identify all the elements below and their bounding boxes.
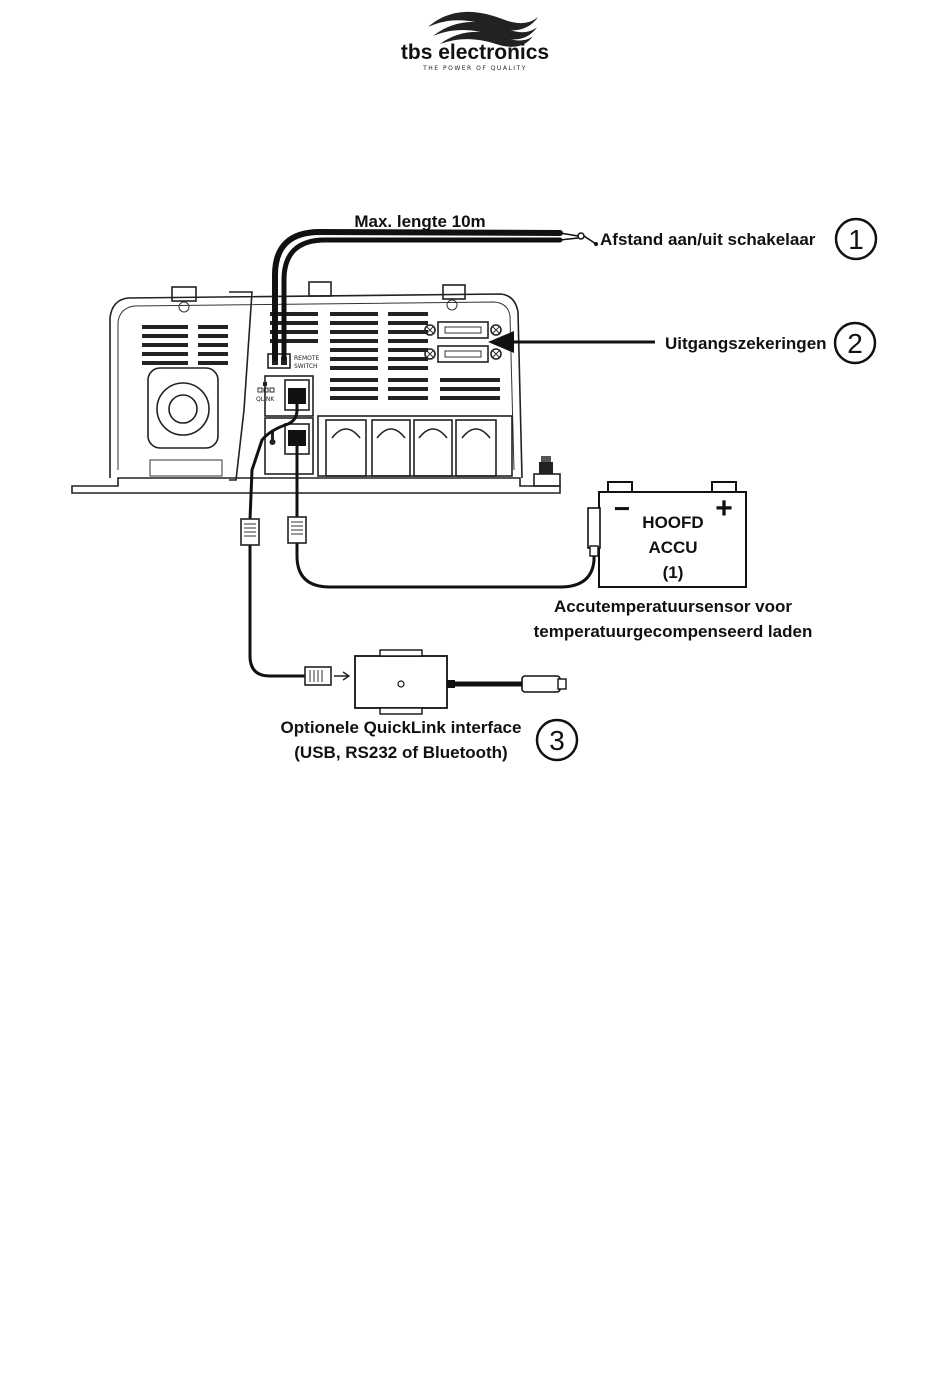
output-fuses-label: Uitgangszekeringen [665,334,827,353]
rj-connector-qlink [241,519,259,545]
callout-2-number: 2 [847,328,863,359]
sensor-label-line2: temperatuurgecompenseerd laden [534,622,813,641]
sensor-label-line1: Accutemperatuursensor voor [554,597,792,616]
battery-negative-sign: − [614,493,630,524]
fuse-pointer-arrow [488,331,655,353]
dc-terminal-block [318,416,512,476]
brand-name: tbs electronics [401,41,549,64]
charger-device: REMOTE SWITCH QLINK [72,282,560,493]
remote-label-line2: SWITCH [294,363,318,370]
callout-3: 3 [537,720,577,760]
ground-stud [534,456,560,486]
insert-arrow-icon [334,672,349,680]
sensor-plug [288,430,306,446]
max-length-label: Max. lengte 10m [354,212,485,231]
vents-left [142,325,228,365]
qlink-cable [250,396,297,520]
battery-positive-sign: + [715,492,733,525]
callout-1: 1 [836,219,876,259]
remote-switch-symbol [560,233,598,246]
quicklink-label-line2: (USB, RS232 of Bluetooth) [294,743,507,762]
rj-connector-interface [305,667,331,685]
usb-plug-icon [522,676,566,692]
quicklink-label-line1: Optionele QuickLink interface [281,718,522,737]
rj-connector-sensor [288,517,306,543]
brand-logo: tbs electronics THE POWER OF QUALITY [401,12,549,72]
callout-2: 2 [835,323,875,363]
battery-label-line2: ACCU [648,538,697,557]
battery-label-line3: (1) [663,563,684,582]
qlink-plug [288,388,306,404]
quicklink-interface [355,650,455,714]
callout-1-number: 1 [848,224,864,255]
brand-tagline: THE POWER OF QUALITY [422,65,527,72]
remote-switch-label: Afstand aan/uit schakelaar [600,230,816,249]
callout-3-number: 3 [549,725,565,756]
remote-label-line1: REMOTE [294,355,320,362]
main-battery: − + HOOFD ACCU (1) [588,482,746,587]
battery-label-line1: HOOFD [642,513,703,532]
